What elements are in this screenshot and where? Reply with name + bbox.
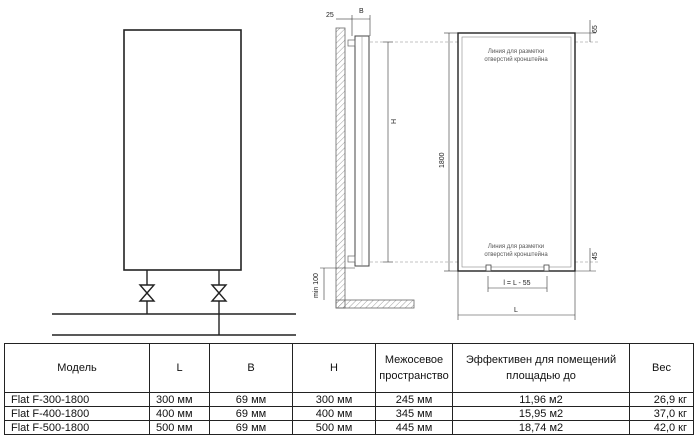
wall-section: [335, 27, 346, 309]
cell-B: 69 мм: [209, 420, 293, 435]
radiator-front-body: [123, 29, 242, 271]
header-L: L: [149, 343, 210, 393]
front-view: [52, 29, 296, 336]
header-effective-line1: Эффективен для помещений: [465, 354, 617, 366]
cell-spacing: 345 мм: [375, 406, 453, 421]
header-spacing-line2: пространство: [379, 370, 449, 382]
cell-area: 15,95 м2: [452, 406, 630, 421]
dimension-45: 45: [592, 252, 599, 260]
cell-weight: 26,9 кг: [629, 392, 694, 407]
dimension-25: 25: [326, 12, 334, 19]
cell-L: 400 мм: [149, 406, 210, 421]
table-row: Flat F-400-1800 400 мм 69 мм 400 мм 345 …: [4, 406, 694, 421]
cell-H: 300 мм: [292, 392, 376, 407]
top-bracket-note-line2: отверстий кронштейна: [484, 56, 548, 63]
radiator-rear-outline: [457, 32, 576, 272]
table-row: Flat F-500-1800 500 мм 69 мм 500 мм 445 …: [4, 420, 694, 435]
dimension-L: L: [514, 307, 518, 314]
cell-B: 69 мм: [209, 392, 293, 407]
left-valve-icon: [138, 284, 156, 302]
cell-spacing: 245 мм: [375, 392, 453, 407]
table-header-row: Модель L B H Межосевое пространство Эффе…: [4, 343, 694, 393]
header-effective-line2: площадью до: [506, 370, 576, 382]
dimension-1800: 1800: [439, 152, 446, 168]
header-H: H: [292, 343, 376, 393]
radiator-technical-drawing: 25 B H min 100 Линия для разметки отверс…: [52, 8, 600, 336]
header-spacing-line1: Межосевое: [384, 354, 444, 366]
header-model: Модель: [4, 343, 150, 393]
cell-model: Flat F-400-1800: [4, 406, 150, 421]
cell-area: 11,96 м2: [452, 392, 630, 407]
cell-model: Flat F-500-1800: [4, 420, 150, 435]
floor-section: [335, 299, 415, 309]
header-spacing: Межосевое пространство: [375, 343, 453, 393]
cell-spacing: 445 мм: [375, 420, 453, 435]
cell-B: 69 мм: [209, 406, 293, 421]
right-valve-icon: [210, 284, 228, 302]
cell-weight: 42,0 кг: [629, 420, 694, 435]
cell-H: 400 мм: [292, 406, 376, 421]
dimension-min-100: min 100: [313, 273, 320, 298]
dimension-B: B: [359, 8, 364, 15]
specifications-table: Модель L B H Межосевое пространство Эффе…: [4, 343, 694, 435]
bottom-bracket-note-line1: Линия для разметки: [488, 244, 544, 250]
header-B: B: [209, 343, 293, 393]
cell-L: 300 мм: [149, 392, 210, 407]
cell-weight: 37,0 кг: [629, 406, 694, 421]
cell-L: 500 мм: [149, 420, 210, 435]
cell-H: 500 мм: [292, 420, 376, 435]
dimension-65: 65: [592, 25, 599, 33]
bottom-bracket-note-line2: отверстий кронштейна: [484, 251, 548, 258]
top-bracket-note-line1: Линия для разметки: [488, 49, 544, 55]
dimension-l-L-55: l = L - 55: [503, 280, 530, 287]
rear-view: Линия для разметки отверстий кронштейна …: [439, 20, 599, 320]
table-row: Flat F-300-1800 300 мм 69 мм 300 мм 245 …: [4, 392, 694, 407]
cell-model: Flat F-300-1800: [4, 392, 150, 407]
header-effective-area: Эффективен для помещений площадью до: [452, 343, 630, 393]
cell-area: 18,74 м2: [452, 420, 630, 435]
header-weight: Вес: [629, 343, 694, 393]
dimension-H: H: [391, 119, 398, 124]
